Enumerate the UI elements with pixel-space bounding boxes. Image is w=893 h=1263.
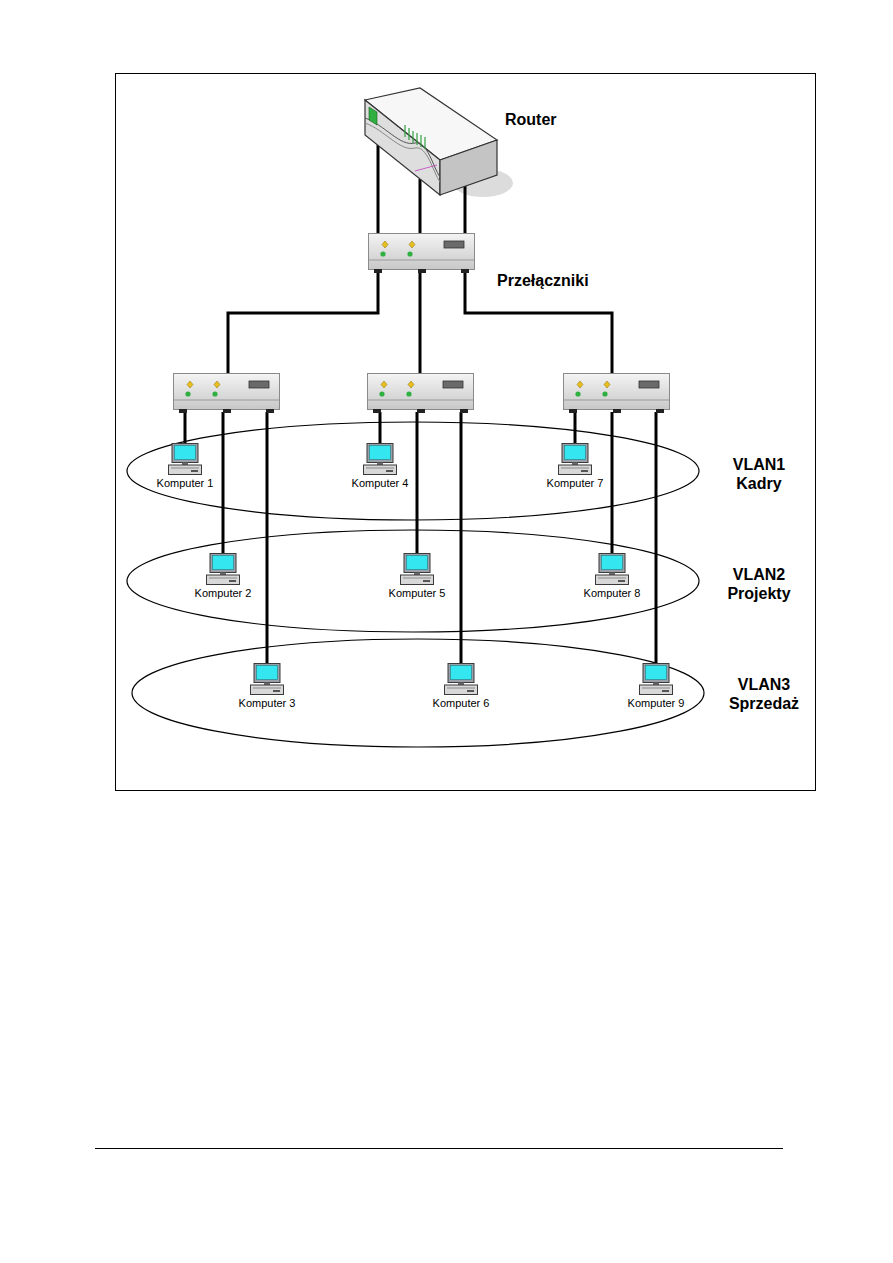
computer-node: Komputer 1 [145, 443, 225, 493]
router-node: Router [355, 85, 513, 200]
network-cable [377, 200, 380, 233]
computer-label: Komputer 2 [193, 587, 254, 600]
computer-node: Komputer 2 [183, 553, 263, 603]
computer-icon [206, 553, 240, 585]
vlan-label: VLAN1 Kadry [717, 455, 801, 493]
computer-label: Komputer 3 [237, 697, 298, 710]
computer-node: Komputer 6 [421, 663, 501, 713]
computer-node: Komputer 9 [616, 663, 696, 713]
network-cable [419, 200, 422, 233]
switch-node: Przełączniki [368, 233, 475, 273]
computer-label: Komputer 6 [431, 697, 492, 710]
vlan-outline [126, 421, 700, 521]
vlan-label: VLAN2 Projekty [717, 565, 801, 603]
computer-icon [400, 553, 434, 585]
computer-icon [595, 553, 629, 585]
device-label: Przełączniki [497, 271, 589, 290]
device-label: Router [505, 110, 557, 129]
computer-label: Komputer 5 [387, 587, 448, 600]
computer-node: Komputer 7 [535, 443, 615, 493]
network-cable [464, 200, 467, 233]
computer-node: Komputer 3 [227, 663, 307, 713]
computer-label: Komputer 4 [350, 477, 411, 490]
computer-node: Komputer 5 [377, 553, 457, 603]
computer-icon [639, 663, 673, 695]
computer-label: Komputer 1 [155, 477, 216, 490]
device-icon [368, 233, 475, 273]
computer-icon [558, 443, 592, 475]
computer-label: Komputer 7 [545, 477, 606, 490]
vlan-ellipse: VLAN1 KadryKomputer 1Komputer 4Komputer … [126, 421, 700, 521]
computer-icon [363, 443, 397, 475]
vlan-ellipse: VLAN3 SprzedażKomputer 3Komputer 6Komput… [131, 638, 705, 748]
device-icon [355, 85, 513, 200]
computer-icon [250, 663, 284, 695]
computer-label: Komputer 9 [626, 697, 687, 710]
computer-node: Komputer 8 [572, 553, 652, 603]
computer-icon [168, 443, 202, 475]
vlan-outline [131, 638, 705, 748]
computer-icon [444, 663, 478, 695]
vlan-ellipse: VLAN2 ProjektyKomputer 2Komputer 5Komput… [126, 529, 700, 633]
computer-label: Komputer 8 [582, 587, 643, 600]
vlan-label: VLAN3 Sprzedaż [722, 675, 806, 713]
computer-node: Komputer 4 [340, 443, 420, 493]
